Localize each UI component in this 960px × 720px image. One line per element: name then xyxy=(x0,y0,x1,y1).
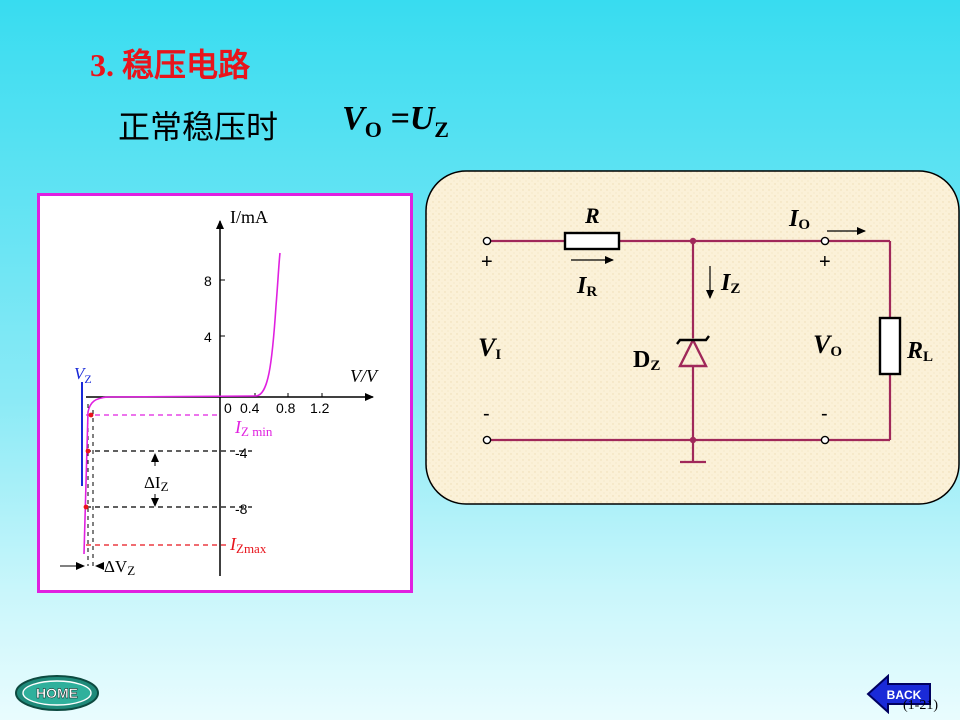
terminal-in-minus xyxy=(482,435,492,445)
delta-vz-sub: Z xyxy=(127,563,135,578)
iv-chart-svg: I/mA V/V 8 4 0 0.4 0.8 1.2 -4 -8 xyxy=(60,207,379,578)
zener-iv-chart: I/mA V/V 8 4 0 0.4 0.8 1.2 -4 -8 xyxy=(37,193,413,593)
vi-sub: I xyxy=(495,347,501,363)
x-tick-label: 0.8 xyxy=(276,400,296,416)
resistor-r xyxy=(563,231,621,251)
ir-label: IR xyxy=(576,273,597,300)
page-number: (1-21) xyxy=(903,698,938,713)
izmin-main: I xyxy=(234,417,242,437)
io-label: IO xyxy=(788,206,810,233)
vi-label: VI xyxy=(478,333,501,363)
terminal-out-plus xyxy=(820,236,830,246)
izmax-main: I xyxy=(229,534,237,554)
x-tick-label: 1.2 xyxy=(310,400,330,416)
izmin-sub: Z min xyxy=(241,424,273,439)
zener-diode xyxy=(676,335,710,368)
x-tick-label: 0.4 xyxy=(240,400,260,416)
delta-vz-label: ΔVZ xyxy=(104,557,135,578)
vz-label: VZ xyxy=(74,364,92,386)
ir-sub: R xyxy=(586,284,597,300)
zener-bar xyxy=(676,335,710,345)
rl-label: RL xyxy=(906,338,933,365)
dz-sub: Z xyxy=(650,358,660,374)
rl-sub: L xyxy=(923,349,933,365)
in-plus-sign: + xyxy=(481,251,493,273)
vz-sub: Z xyxy=(84,372,91,386)
regulation-formula: VO =UZ xyxy=(342,100,449,143)
y-tick-label: -4 xyxy=(235,445,248,461)
x-tick-label: 0 xyxy=(224,400,232,416)
iz-label: IZ xyxy=(720,270,740,297)
y-tick-label: 8 xyxy=(204,273,212,289)
home-button-graphic: HOME xyxy=(15,675,99,711)
terminal-in-plus xyxy=(482,236,492,246)
vo-sub: O xyxy=(830,344,842,360)
back-button-graphic: BACK xyxy=(866,673,931,715)
io-sub: O xyxy=(798,217,810,233)
out-plus-sign: + xyxy=(819,251,831,273)
back-arrow-icon xyxy=(866,673,931,715)
y-tick-label: -8 xyxy=(235,501,248,517)
vo-main: V xyxy=(813,330,833,359)
home-button-inner xyxy=(22,680,92,706)
delta-iz-label: ΔIZ xyxy=(144,473,169,494)
back-label: BACK xyxy=(887,688,922,702)
y-tick-label: 4 xyxy=(204,329,212,345)
delta-iz-main: ΔI xyxy=(144,473,161,492)
junction-bottom xyxy=(689,436,697,444)
subtitle: 正常稳压时 xyxy=(118,108,279,146)
formula-u: U xyxy=(409,100,435,137)
formula-v-sub: O xyxy=(364,116,382,142)
rl-main: R xyxy=(906,338,923,364)
regulator-circuit: R IO IR IZ VI VO DZ RL + + - - xyxy=(425,170,960,511)
back-button[interactable]: BACK xyxy=(866,673,934,719)
home-button[interactable]: HOME xyxy=(14,674,100,717)
izmax-label: IZmax xyxy=(229,534,267,556)
junction-top xyxy=(689,237,697,245)
vo-label: VO xyxy=(813,330,842,360)
home-label: HOME xyxy=(36,685,78,701)
ir-main: I xyxy=(576,273,588,299)
formula-u-sub: Z xyxy=(434,116,449,142)
izmin-label: IZ min xyxy=(234,417,273,439)
resistor-rl xyxy=(878,316,902,376)
delta-vz-main: ΔV xyxy=(104,557,128,576)
forward-curve xyxy=(255,252,281,397)
delta-iz-sub: Z xyxy=(161,479,169,494)
izmax-sub: Zmax xyxy=(236,541,267,556)
minus8-point xyxy=(83,504,89,510)
dz-label: DZ xyxy=(633,347,660,374)
circuit-svg: R IO IR IZ VI VO DZ RL + + - - xyxy=(425,170,960,505)
x-axis-label: V/V xyxy=(350,366,379,386)
dz-main: D xyxy=(633,347,650,373)
r-label: R xyxy=(584,203,600,228)
formula-v: V xyxy=(342,100,365,137)
zener-triangle xyxy=(678,337,708,368)
out-minus-sign: - xyxy=(821,403,828,425)
y-axis-label: I/mA xyxy=(230,207,268,227)
in-minus-sign: - xyxy=(483,403,490,425)
iz-main: I xyxy=(720,270,732,296)
vi-main: V xyxy=(478,333,498,362)
iz-sub: Z xyxy=(730,281,740,297)
vz-main: V xyxy=(74,364,87,383)
terminal-out-minus xyxy=(820,435,830,445)
izmin-point xyxy=(88,412,94,418)
minus4-point xyxy=(85,448,91,454)
io-main: I xyxy=(788,206,800,232)
formula-eq: = xyxy=(381,100,410,137)
page-title: 3. 稳压电路 xyxy=(90,47,251,83)
reverse-curve xyxy=(83,395,257,555)
